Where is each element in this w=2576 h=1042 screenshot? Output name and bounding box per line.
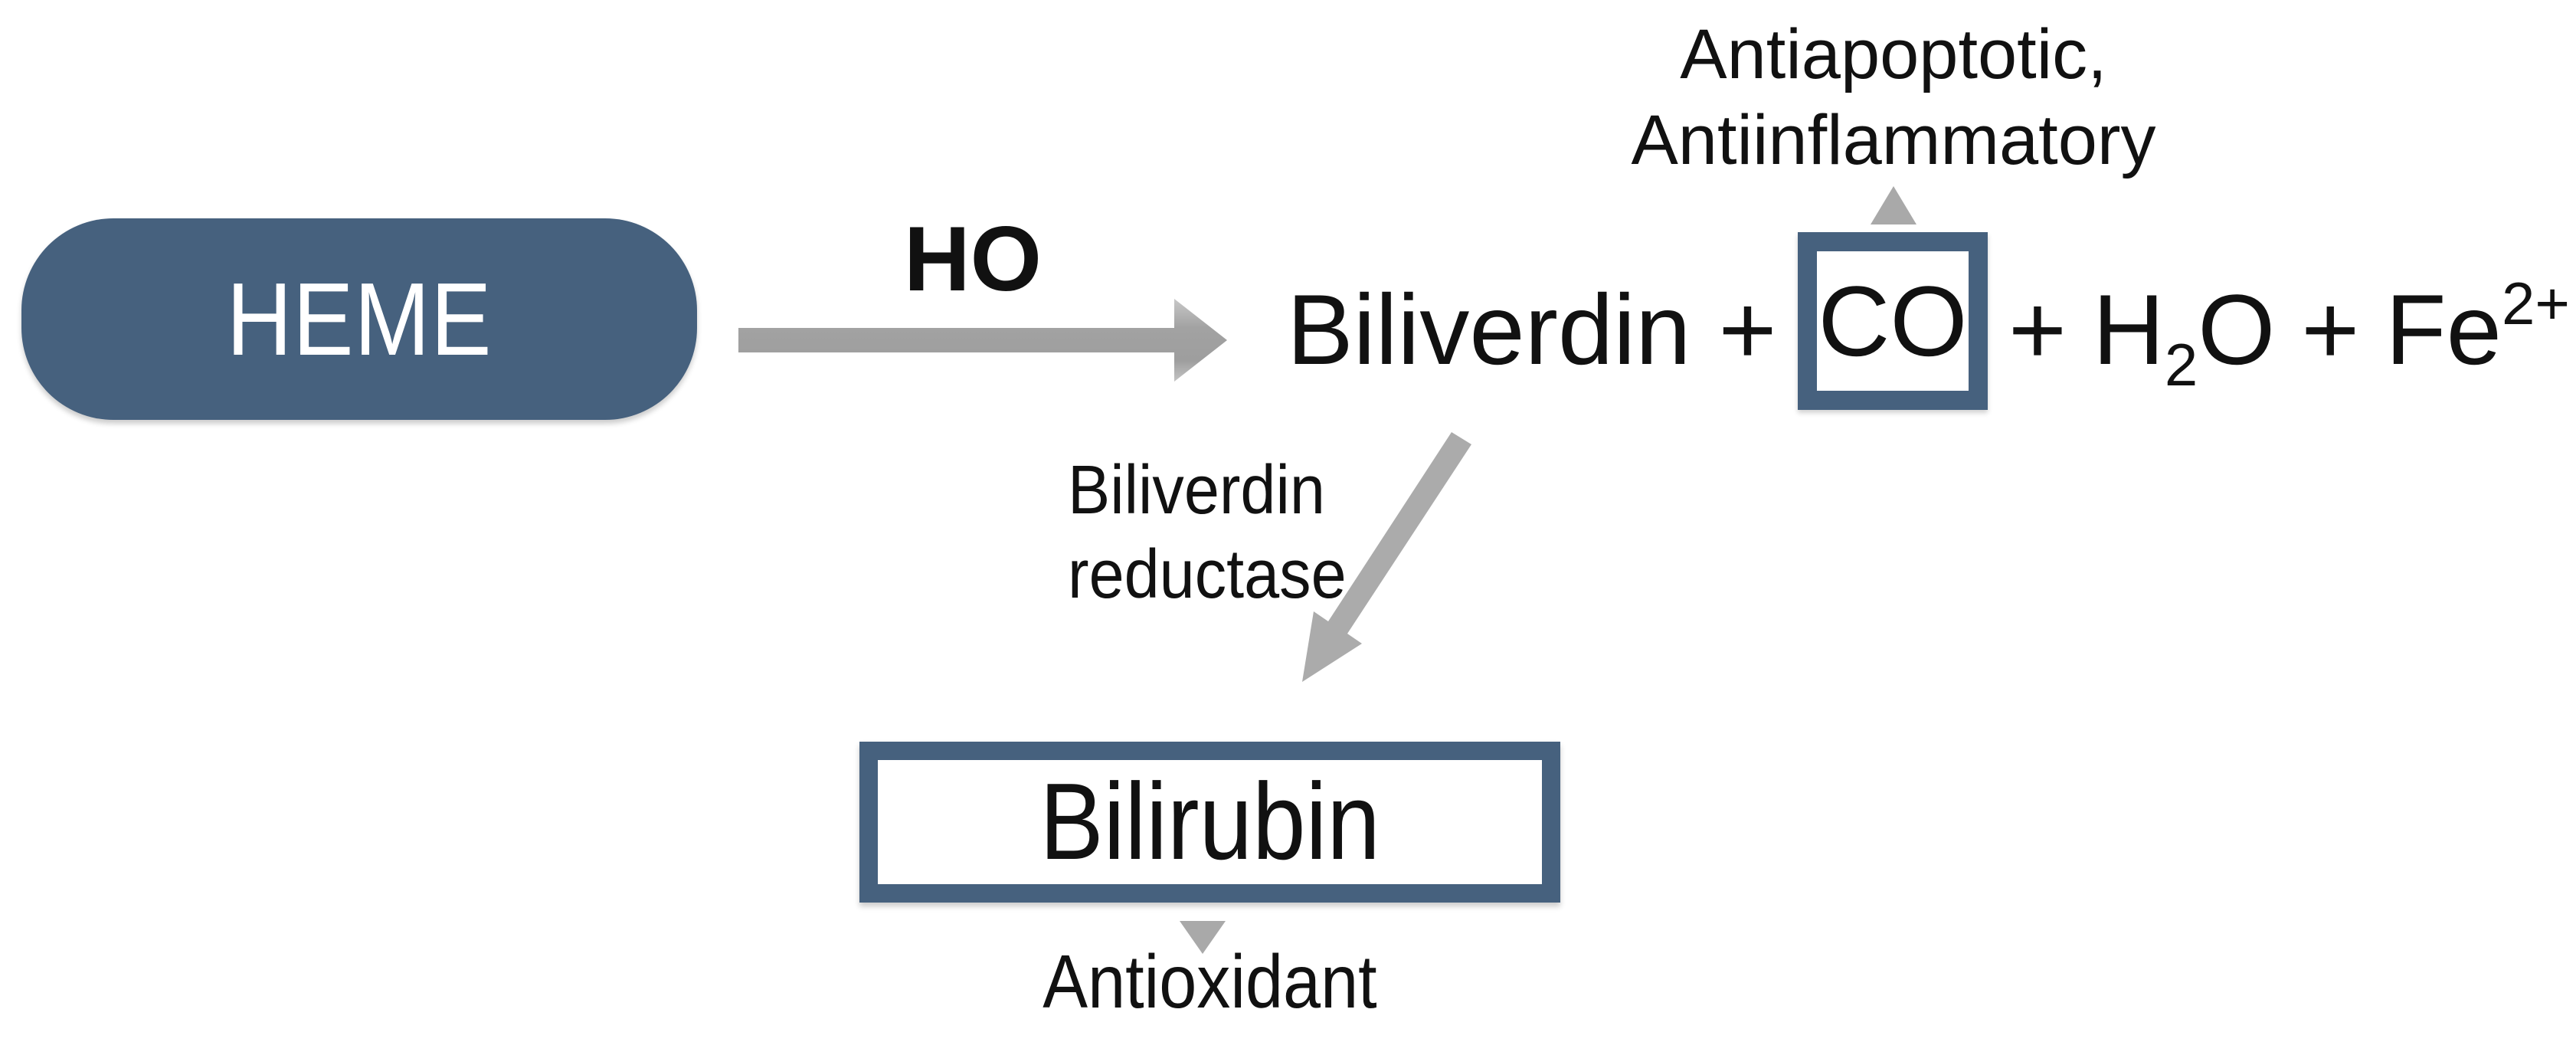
heme-node: HEME <box>21 218 697 420</box>
iron-symbol: Fe <box>2385 274 2502 385</box>
biliverdin-reductase-label: Biliverdin reductase <box>1068 448 1347 617</box>
plus-sign: + <box>2301 274 2360 385</box>
co-annotation-line2: Antiinflammatory <box>1631 101 2156 179</box>
bilirubin-annotation: Antioxidant <box>1018 939 1401 1024</box>
water-formula: H2O <box>2093 280 2275 398</box>
water-subscript: 2 <box>2164 331 2198 398</box>
co-label: CO <box>1818 265 1968 377</box>
bilirubin-down-triangle <box>1180 921 1226 954</box>
ho-arrow <box>738 299 1227 382</box>
reductase-label-line1: Biliverdin <box>1068 452 1325 529</box>
reductase-arrow <box>1302 432 1471 682</box>
iron-superscript: 2+ <box>2501 270 2570 337</box>
formula-right-segment: + H2O + Fe2+ <box>2008 270 2570 398</box>
heme-label: HEME <box>226 261 493 377</box>
plus-sign: + <box>2008 274 2067 385</box>
co-annotation: Antiapoptotic, Antiinflammatory <box>1549 11 2238 183</box>
co-up-triangle <box>1871 186 1916 224</box>
formula-biliverdin-plus: Biliverdin + <box>1287 274 1777 385</box>
reductase-label-line2: reductase <box>1068 536 1347 613</box>
bilirubin-label: Bilirubin <box>1039 761 1380 883</box>
ho-enzyme-label: HO <box>904 208 1042 310</box>
bilirubin-node: Bilirubin <box>859 742 1560 903</box>
co-node: CO <box>1798 232 1988 410</box>
iron-formula: Fe2+ <box>2385 270 2570 393</box>
antioxidant-text: Antioxidant <box>1042 939 1377 1024</box>
water-o: O <box>2198 274 2276 385</box>
water-h: H <box>2092 274 2165 385</box>
co-annotation-line1: Antiapoptotic, <box>1680 15 2107 93</box>
